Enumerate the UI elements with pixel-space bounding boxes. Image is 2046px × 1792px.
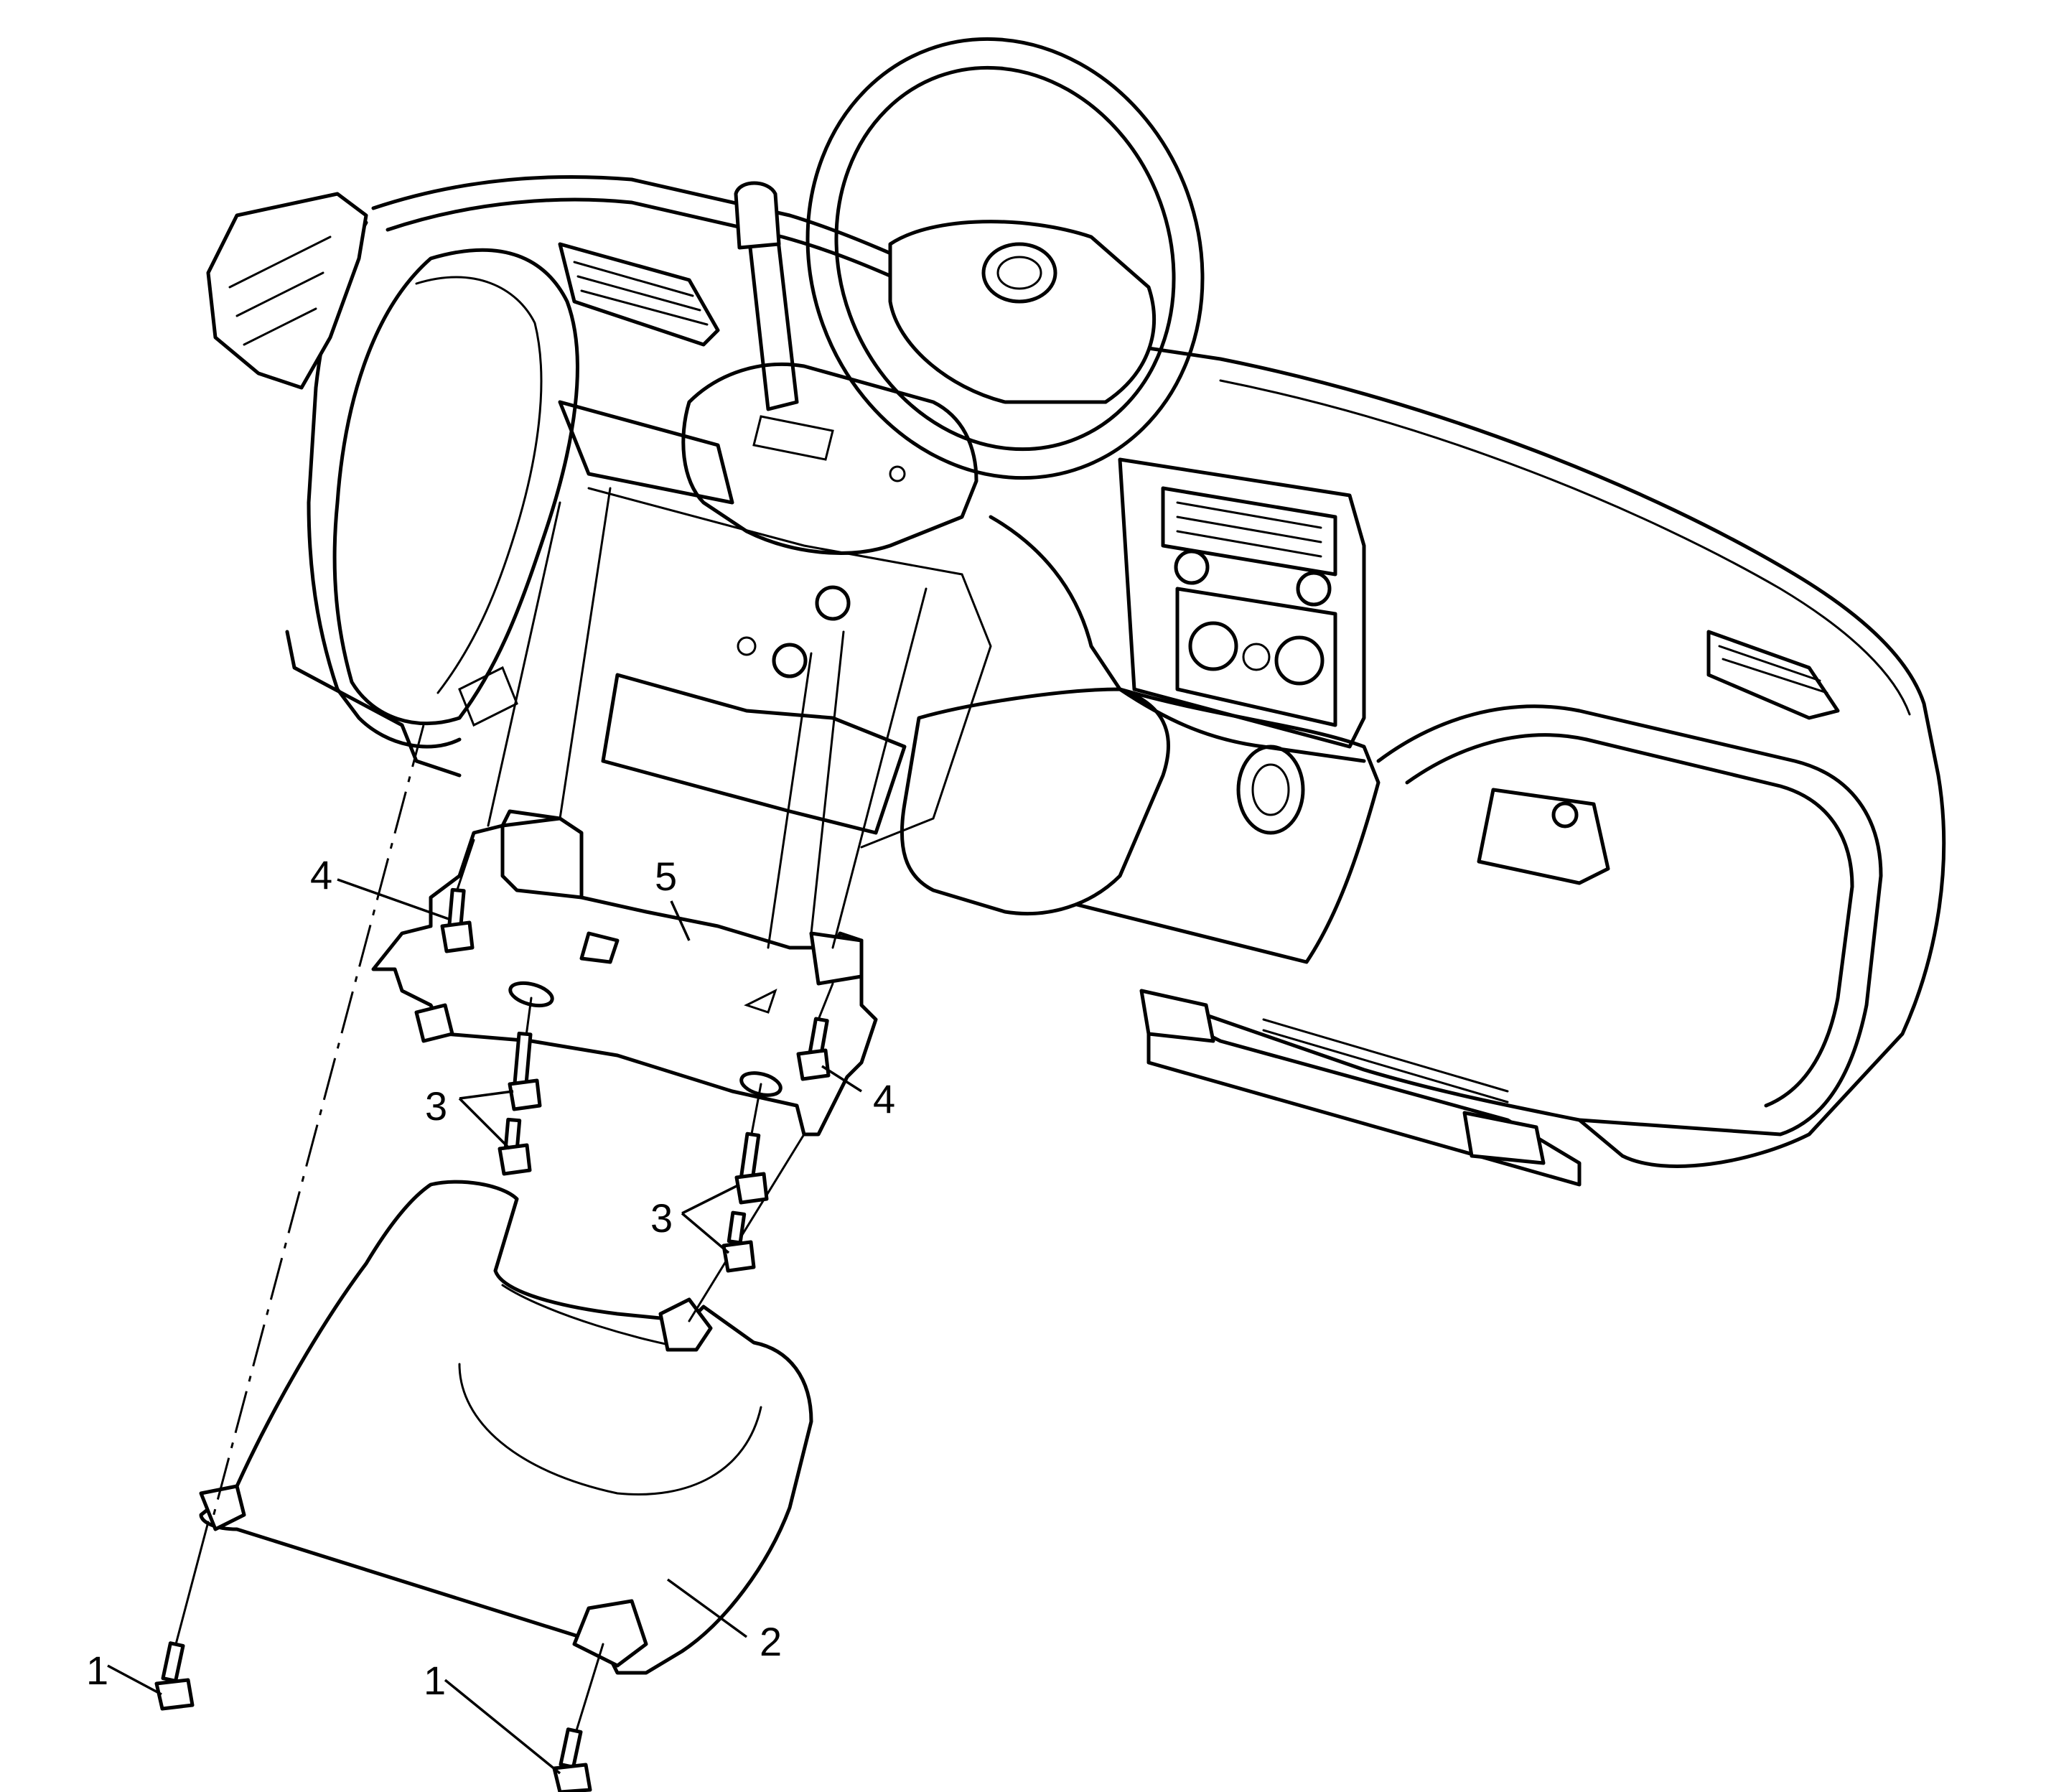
- knee-bolster-bracket-5: [371, 809, 878, 1137]
- callout-3-left: 3: [425, 1083, 447, 1129]
- bolt-3-upper-right: [734, 1131, 769, 1205]
- callout-4-right: 4: [873, 1076, 895, 1121]
- bolt-1-right: [552, 1727, 592, 1792]
- bolt-4-right: [796, 1017, 831, 1081]
- leader-lines: [107, 878, 862, 1775]
- callout-5: 5: [655, 854, 677, 899]
- bolt-4-left: [440, 887, 475, 953]
- bolt-3-lower-left: [498, 1117, 532, 1176]
- callout-1-left: 1: [86, 1648, 108, 1693]
- callout-4-left: 4: [310, 852, 332, 897]
- callout-1-right: 1: [424, 1658, 446, 1703]
- bolt-3-upper-left: [508, 1031, 542, 1111]
- callout-3-right: 3: [650, 1195, 673, 1241]
- instrument-panel: [206, 37, 1946, 1187]
- callout-labels: 1 1 2 3 3 4 4 5: [86, 852, 895, 1703]
- bolt-3-lower-right: [721, 1210, 756, 1273]
- knee-bolster-2: [199, 1180, 813, 1675]
- bolt-1-left: [154, 1641, 195, 1711]
- callout-2: 2: [760, 1619, 782, 1664]
